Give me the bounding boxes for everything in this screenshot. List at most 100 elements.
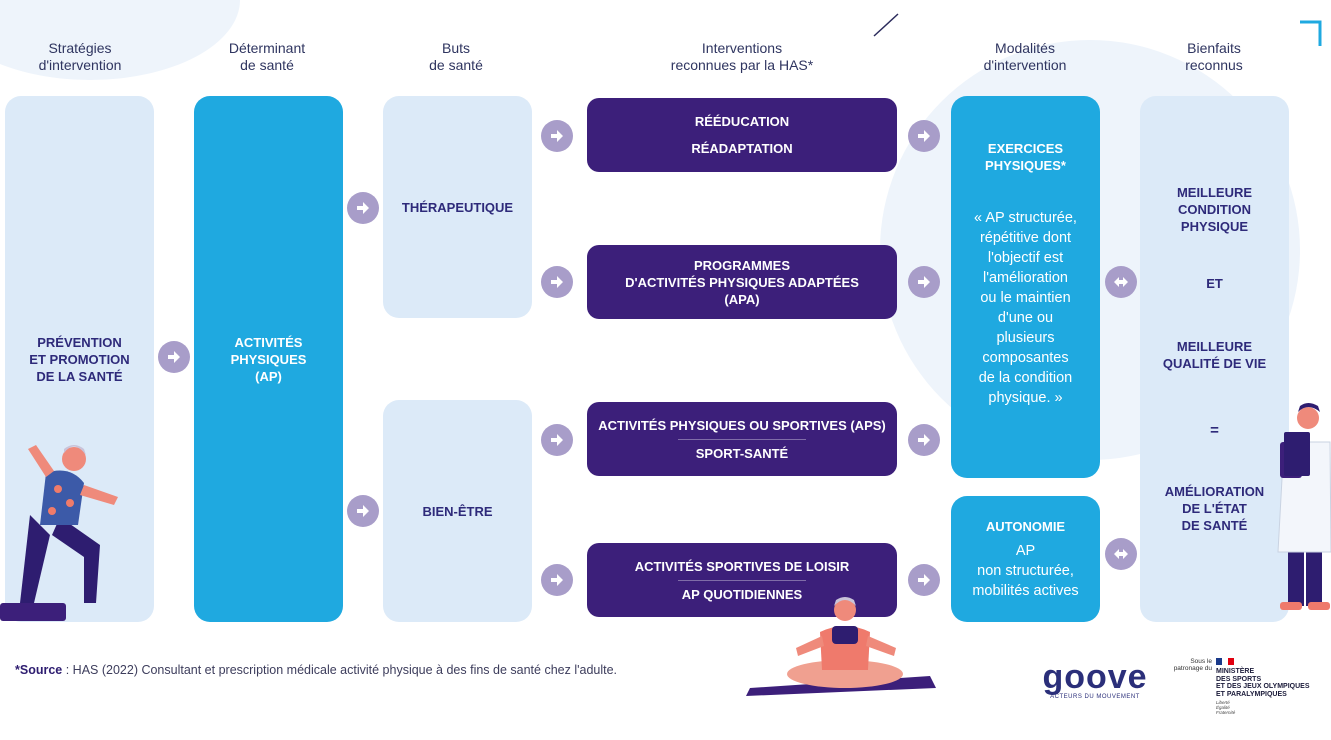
arrow-right-icon [541, 564, 573, 596]
header-line: Interventions [701, 40, 783, 56]
woman-meditating-illustration [746, 597, 936, 696]
intervention-line: D'ACTIVITÉS PHYSIQUES ADAPTÉES [625, 274, 859, 290]
quote-line: composantes [982, 350, 1069, 366]
header-line: Bienfaits [1187, 40, 1241, 56]
arrow-bidirectional-icon [1105, 266, 1137, 298]
doctor-illustration [1277, 403, 1331, 610]
exercise-quote: « AP structurée, répétitive dont l'objec… [974, 208, 1077, 408]
goal-therapeutic-box: THÉRAPEUTIQUE [383, 96, 532, 318]
goal-label: BIEN-ÊTRE [422, 503, 493, 519]
benefit-line: DE SANTÉ [1181, 518, 1248, 533]
benefit-line: AMÉLIORATION [1164, 484, 1265, 499]
ministry-name: MINISTÈRE DES SPORTS ET DES JEUX OLYMPIQ… [1216, 668, 1310, 698]
header-goals: Buts de santé [371, 40, 541, 74]
strategy-line: DE LA SANTÉ [36, 368, 123, 384]
benefit-line: CONDITION [1178, 202, 1251, 217]
arrow-bidirectional-icon [1105, 538, 1137, 570]
header-interventions: Interventions reconnues par la HAS* [642, 40, 842, 74]
corner-bracket-icon [1300, 20, 1322, 46]
quote-line: l'objectif est [987, 250, 1064, 266]
arrow-right-icon [158, 341, 190, 373]
brand-name: goove [1042, 658, 1148, 696]
header-line: d'intervention [983, 57, 1067, 73]
brand-tagline: ACTEURS DU MOUVEMENT [1050, 694, 1140, 700]
quote-line: répétitive dont [979, 230, 1072, 246]
ministry-line: ET DES JEUX OLYMPIQUES [1216, 683, 1310, 690]
header-line: Buts [441, 40, 470, 56]
header-line: reconnus [1185, 57, 1243, 73]
motto-line: Liberté [1216, 700, 1230, 705]
arrow-right-icon [347, 192, 379, 224]
strategy-line: PRÉVENTION [37, 334, 122, 350]
republic-motto: Liberté Égalité Fraternité [1216, 700, 1235, 715]
header-benefits: Bienfaits reconnus [1129, 40, 1299, 74]
intervention-line: PROGRAMMES [693, 257, 791, 273]
goove-logo: goove ACTEURS DU MOUVEMENT [1040, 660, 1150, 700]
intervention-aps-box: ACTIVITÉS PHYSIQUES OU SPORTIVES (APS) S… [587, 402, 897, 476]
benefit-line: QUALITÉ DE VIE [1162, 356, 1267, 371]
intervention-line: ACTIVITÉS PHYSIQUES OU SPORTIVES (APS) [598, 417, 886, 433]
quote-line: plusieurs [996, 330, 1055, 346]
arrow-right-icon [908, 564, 940, 596]
ministry-line: MINISTÈRE [1216, 668, 1255, 675]
woman-stepping-illustration [0, 445, 118, 621]
goal-wellbeing-box: BIEN-ÊTRE [383, 400, 532, 622]
determinant-line: PHYSIQUES [230, 351, 307, 367]
motto-line: Égalité [1216, 705, 1230, 710]
benefit-line: PHYSIQUE [1180, 219, 1249, 234]
benefits-box: MEILLEURE CONDITION PHYSIQUE ET MEILLEUR… [1140, 96, 1289, 622]
arrow-right-icon [541, 266, 573, 298]
arrow-right-icon [541, 120, 573, 152]
benefit-line: MEILLEURE [1176, 185, 1253, 200]
benefit-quality: MEILLEURE QUALITÉ DE VIE [1163, 338, 1266, 372]
determinant-line: (AP) [255, 368, 282, 384]
intervention-rehab-box: RÉÉDUCATION RÉADAPTATION [587, 98, 897, 172]
benefit-equals: = [1210, 422, 1219, 439]
autonomy-line: mobilités actives [972, 582, 1079, 599]
arrow-right-icon [908, 424, 940, 456]
ministry-logo: Sous le patronage du MINISTÈRE DES SPORT… [1162, 656, 1322, 716]
benefit-and: ET [1206, 276, 1223, 291]
determinant-line: ACTIVITÉS [234, 334, 303, 350]
divider [678, 579, 806, 581]
header-line: Modalités [995, 40, 1055, 56]
header-line: Déterminant [228, 40, 306, 56]
autonomy-title: AUTONOMIE [985, 518, 1066, 534]
benefit-line: DE L'ÉTAT [1182, 501, 1247, 516]
modality-exercise-box: EXERCICES PHYSIQUES* « AP structurée, ré… [951, 96, 1100, 478]
quote-line: d'une ou [997, 310, 1054, 326]
quote-line: ou le maintien [980, 290, 1071, 306]
header-determinant: Déterminant de santé [182, 40, 352, 74]
intervention-line: SPORT-SANTÉ [695, 445, 789, 461]
divider [678, 438, 806, 440]
header-line: de santé [240, 57, 294, 73]
header-line: d'intervention [38, 57, 122, 73]
intervention-line: AP QUOTIDIENNES [681, 586, 803, 602]
benefit-condition: MEILLEURE CONDITION PHYSIQUE [1177, 184, 1252, 235]
benefit-health: AMÉLIORATION DE L'ÉTAT DE SANTÉ [1165, 483, 1264, 534]
motto-line: Fraternité [1216, 710, 1236, 715]
decorative-slash [873, 13, 899, 37]
header-strategies: Stratégies d'intervention [0, 40, 165, 74]
intervention-line: RÉÉDUCATION [694, 114, 790, 129]
header-line: reconnues par la HAS* [670, 57, 814, 73]
autonomy-line: non structurée, [977, 562, 1074, 579]
source-label: *Source [15, 663, 63, 677]
source-note: *Source : HAS (2022) Consultant et presc… [15, 663, 617, 677]
header-line: Stratégies [48, 40, 112, 56]
ministry-line: ET PARALYMPIQUES [1216, 690, 1287, 698]
goal-label: THÉRAPEUTIQUE [401, 199, 514, 215]
arrow-right-icon [541, 424, 573, 456]
header-modalities: Modalités d'intervention [940, 40, 1110, 74]
ministry-line: DES SPORTS [1216, 675, 1262, 683]
header-line: de santé [429, 57, 483, 73]
patronage-line: Sous le [1190, 658, 1212, 665]
intervention-line: ACTIVITÉS SPORTIVES DE LOISIR [634, 558, 850, 574]
quote-line: de la condition [978, 370, 1073, 386]
patronage-text: Sous le patronage du [1162, 658, 1212, 672]
intervention-line: RÉADAPTATION [691, 141, 793, 156]
intervention-apa-box: PROGRAMMES D'ACTIVITÉS PHYSIQUES ADAPTÉE… [587, 245, 897, 319]
determinant-box: ACTIVITÉS PHYSIQUES (AP) [194, 96, 343, 622]
arrow-right-icon [347, 495, 379, 527]
patronage-line: patronage du [1173, 665, 1212, 672]
